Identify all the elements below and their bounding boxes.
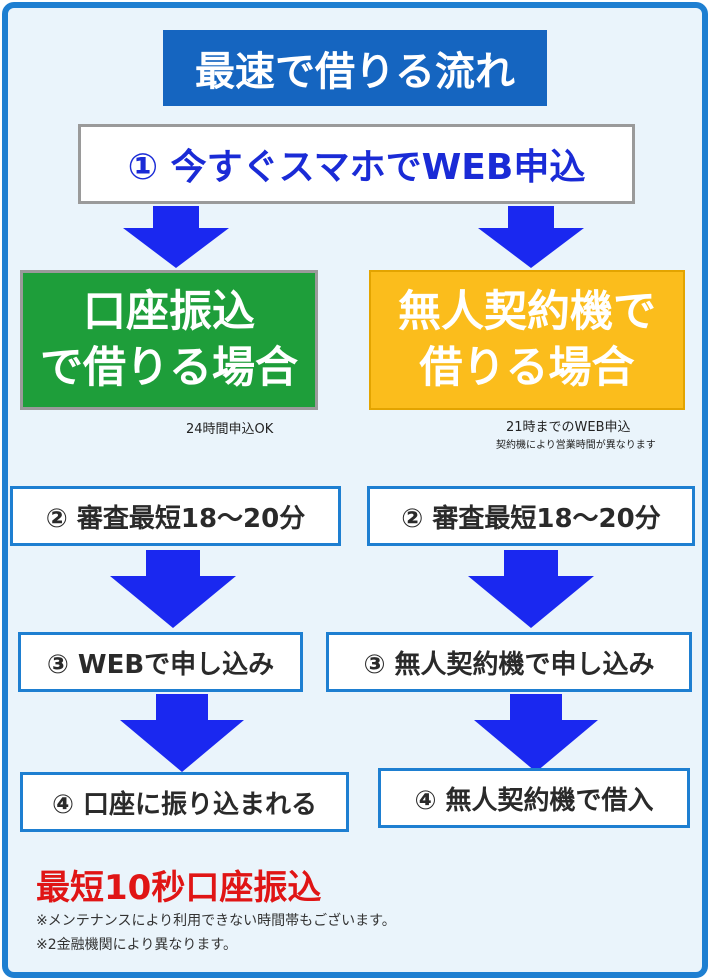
footnote-maintenance: ※メンテナンスにより利用できない時間帯もございます。	[36, 913, 396, 929]
note-24h: 24時間申込OK	[186, 422, 274, 437]
case-unmanned-machine-line2: 借りる場合	[419, 343, 635, 393]
case-bank-transfer-line1: 口座振込	[83, 287, 255, 337]
left-step3-web-apply: ③ WEBで申し込み	[18, 632, 303, 692]
arrow-down-icon	[478, 206, 584, 268]
case-bank-transfer: 口座振込 で借りる場合	[20, 270, 318, 410]
arrow-down-icon	[123, 206, 229, 268]
note-hours-vary: 契約機により営業時間が異なります	[496, 440, 656, 451]
arrow-down-icon	[474, 694, 598, 772]
diagram-title: 最速で借りる流れ	[163, 30, 547, 106]
arrow-down-icon	[110, 550, 236, 628]
left-step2-review: ② 審査最短18～20分	[10, 486, 341, 546]
footnote-institution: ※2金融機関により異なります。	[36, 937, 237, 953]
case-bank-transfer-line2: で借りる場合	[40, 343, 298, 393]
left-step4-transfer: ④ 口座に振り込まれる	[20, 772, 349, 832]
note-21h: 21時までのWEB申込	[506, 420, 631, 435]
promo-fastest-transfer: 最短10秒口座振込	[36, 868, 322, 908]
case-unmanned-machine-line1: 無人契約機で	[398, 287, 656, 337]
step1-web-apply: ① 今すぐスマホでWEB申込	[78, 124, 635, 204]
case-unmanned-machine: 無人契約機で 借りる場合	[369, 270, 685, 410]
arrow-down-icon	[120, 694, 244, 772]
arrow-down-icon	[468, 550, 594, 628]
right-step2-review: ② 審査最短18～20分	[367, 486, 695, 546]
right-step3-machine-apply: ③ 無人契約機で申し込み	[326, 632, 692, 692]
right-step4-borrow: ④ 無人契約機で借入	[378, 768, 690, 828]
